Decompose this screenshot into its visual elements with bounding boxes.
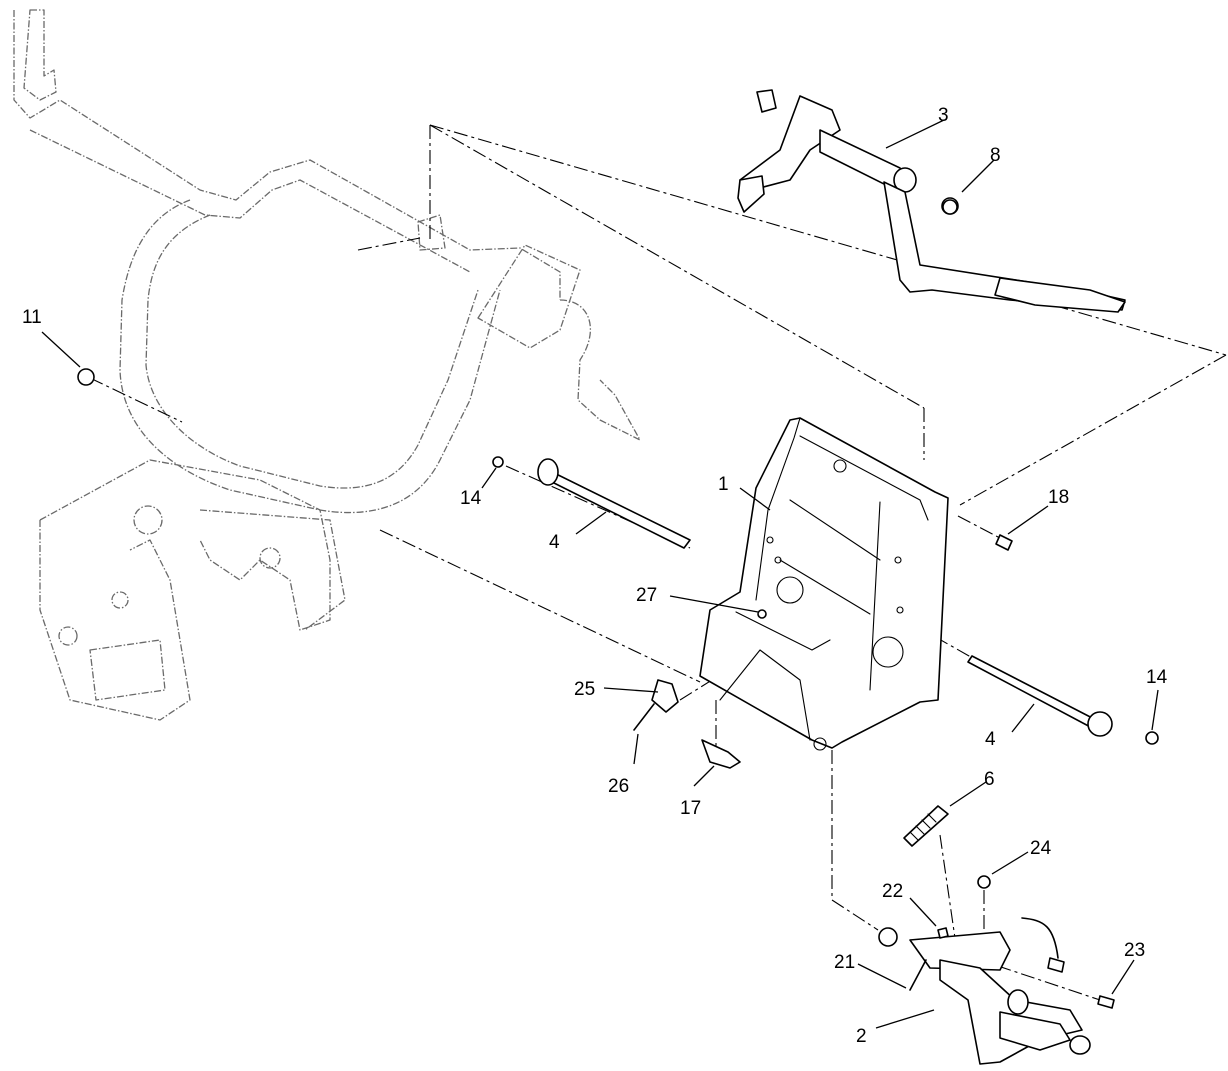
callout-14-lower: 14 (1146, 667, 1168, 688)
callout-14-upper: 14 (460, 488, 482, 509)
callout-26: 26 (608, 776, 629, 797)
callout-21: 21 (834, 952, 855, 973)
callout-22: 22 (882, 881, 903, 902)
callout-11: 11 (22, 307, 42, 328)
callout-23: 23 (1124, 940, 1145, 961)
callout-18: 18 (1048, 487, 1069, 508)
callout-24: 24 (1030, 838, 1052, 859)
callout-numbers: 3 8 11 14 1 18 4 27 25 14 4 26 17 6 24 2… (22, 105, 1168, 1047)
part-lower-pedal (878, 927, 1091, 1065)
callout-25: 25 (574, 679, 595, 700)
callout-17: 17 (680, 798, 701, 819)
existing-frame-phantom (13, 9, 641, 721)
callout-27: 27 (636, 585, 657, 606)
callout-4-lower: 4 (985, 729, 996, 750)
callout-6: 6 (984, 769, 995, 790)
callout-4-upper: 4 (549, 532, 560, 553)
callout-3: 3 (938, 105, 949, 126)
small-hardware (77, 199, 1159, 1009)
callout-1: 1 (718, 474, 729, 495)
callout-leaders (41, 119, 1159, 1029)
part-pedal-mount-bracket (699, 417, 949, 751)
callout-8: 8 (990, 145, 1001, 166)
part-upper-pedal (737, 89, 1126, 313)
callout-2: 2 (856, 1026, 867, 1047)
